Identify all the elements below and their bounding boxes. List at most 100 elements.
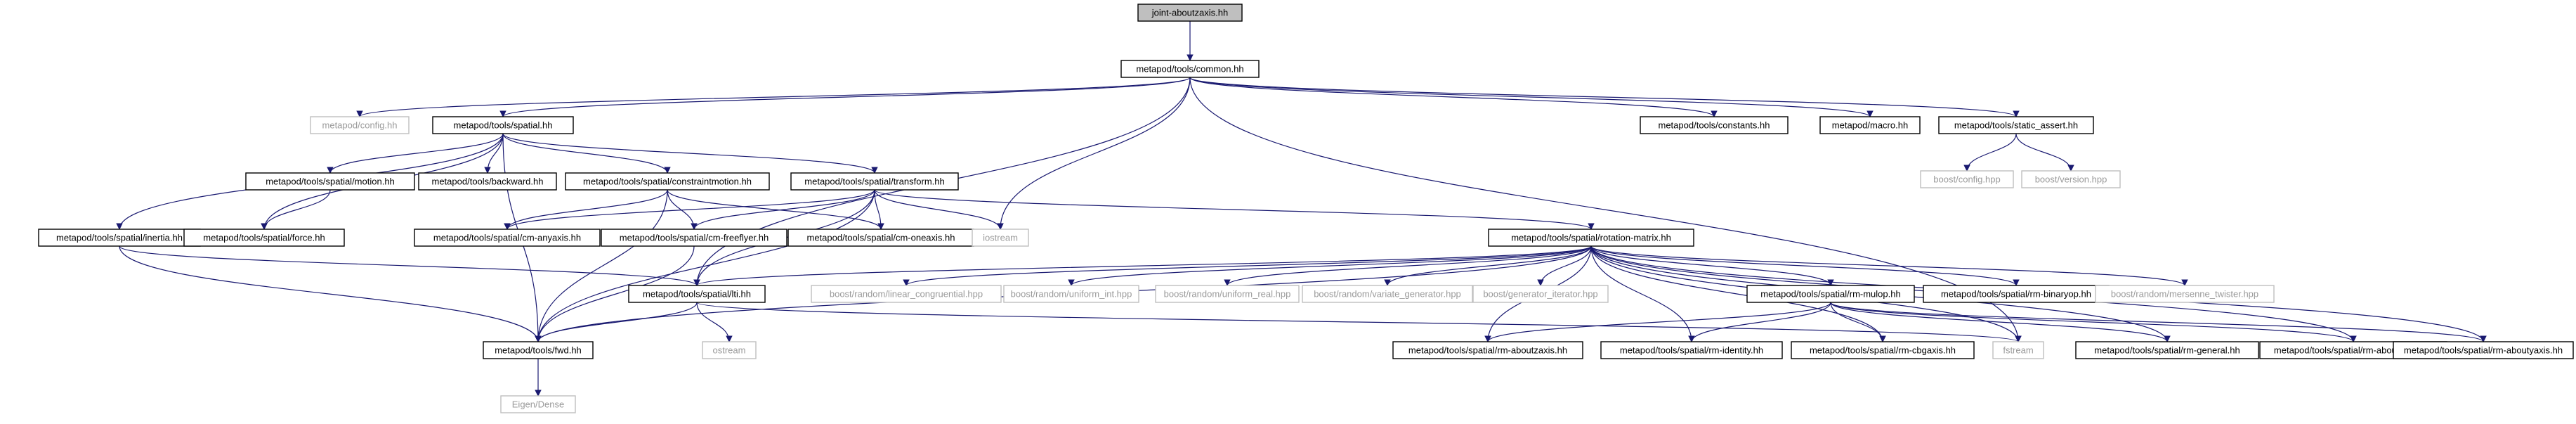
- edge-constraintmotion-to-cm_oneaxis: [667, 189, 884, 230]
- node-motion[interactable]: metapod/tools/spatial/motion.hh: [245, 172, 415, 191]
- node-box: [1746, 285, 1915, 303]
- node-lti[interactable]: metapod/tools/spatial/lti.hh: [628, 285, 766, 303]
- node-boost-config: boost/config.hpp: [1920, 170, 2014, 188]
- node-force[interactable]: metapod/tools/spatial/force.hh: [183, 229, 345, 247]
- node-label: metapod/tools/spatial/lti.hh: [643, 289, 751, 300]
- node-box: [601, 229, 787, 247]
- node-rm-identity[interactable]: metapod/tools/spatial/rm-identity.hh: [1600, 341, 1783, 359]
- edges-layer: [116, 21, 2487, 397]
- node-box: [1120, 60, 1260, 78]
- node-box: [1938, 116, 2094, 134]
- node-label: boost/config.hpp: [1933, 174, 2000, 185]
- edge-rotation_matrix-to-uniform_real: [1224, 245, 1592, 286]
- node-box: [790, 172, 959, 191]
- node-cm-freeflyer[interactable]: metapod/tools/spatial/cm-freeflyer.hh: [601, 229, 787, 247]
- node-label: boost/random/uniform_real.hpp: [1164, 289, 1291, 300]
- node-label: metapod/tools/spatial/rm-aboutzaxis.hh: [1408, 345, 1567, 356]
- node-backward[interactable]: metapod/tools/backward.hh: [418, 172, 557, 191]
- node-box: [1155, 285, 1300, 303]
- node-label: metapod/tools/static_assert.hh: [1954, 120, 2078, 131]
- edge-rotation_matrix-to-rm_mulop: [1590, 245, 1834, 286]
- node-box: [432, 116, 574, 134]
- edge-lti-to-ostream: [696, 302, 733, 342]
- node-label: fstream: [2003, 345, 2033, 356]
- node-box: [702, 341, 757, 359]
- node-uniform-int: boost/random/uniform_int.hpp: [1003, 285, 1139, 303]
- node-transform[interactable]: metapod/tools/spatial/transform.hh: [790, 172, 959, 191]
- node-label: boost/random/linear_congruential.hpp: [830, 289, 983, 300]
- edge-transform-to-cm_oneaxis: [874, 189, 884, 230]
- node-label: metapod/tools/spatial/cm-anyaxis.hh: [433, 233, 581, 243]
- node-label: boost/version.hpp: [2035, 174, 2107, 185]
- node-label: metapod/tools/spatial/cm-oneaxis.hh: [806, 233, 955, 243]
- node-spatial[interactable]: metapod/tools/spatial.hh: [432, 116, 574, 134]
- node-uniform-real: boost/random/uniform_real.hpp: [1155, 285, 1300, 303]
- node-fstream: fstream: [1992, 341, 2044, 359]
- node-cm-oneaxis[interactable]: metapod/tools/spatial/cm-oneaxis.hh: [787, 229, 974, 247]
- node-label: boost/generator_iterator.hpp: [1483, 289, 1597, 300]
- node-box: [500, 395, 576, 413]
- node-common[interactable]: metapod/tools/common.hh: [1120, 60, 1260, 78]
- edge-spatial-to-motion: [327, 133, 504, 174]
- node-label: metapod/config.hh: [322, 120, 398, 131]
- node-constraintmotion[interactable]: metapod/tools/spatial/constraintmotion.h…: [565, 172, 770, 191]
- node-label: metapod/tools/constants.hh: [1659, 120, 1770, 131]
- node-rotation-matrix[interactable]: metapod/tools/spatial/rotation-matrix.hh: [1488, 229, 1694, 247]
- node-constants[interactable]: metapod/tools/constants.hh: [1640, 116, 1789, 134]
- node-fwd[interactable]: metapod/tools/fwd.hh: [483, 341, 594, 359]
- node-lin-cong: boost/random/linear_congruential.hpp: [811, 285, 1002, 303]
- node-rm-aboutzaxis[interactable]: metapod/tools/spatial/rm-aboutzaxis.hh: [1392, 341, 1583, 359]
- edge-common-to-iostream: [997, 77, 1191, 230]
- edge-constraintmotion-to-fwd: [535, 189, 668, 342]
- edge-common-to-config: [356, 77, 1191, 117]
- edge-spatial-to-backward: [484, 133, 504, 174]
- node-label: metapod/tools/spatial/inertia.hh: [56, 233, 183, 243]
- node-label: metapod/tools/spatial/constraintmotion.h…: [583, 176, 752, 187]
- node-box: [787, 229, 974, 247]
- edge-transform-to-rotation_matrix: [874, 189, 1595, 230]
- node-label: metapod/tools/spatial/rm-identity.hh: [1620, 345, 1763, 356]
- node-inertia[interactable]: metapod/tools/spatial/inertia.hh: [38, 229, 201, 247]
- edge-lti-to-fwd: [535, 302, 698, 342]
- node-rm-aboutyaxis[interactable]: metapod/tools/spatial/rm-aboutyaxis.hh: [2393, 341, 2574, 359]
- edge-rotation_matrix-to-lti: [693, 245, 1592, 286]
- edge-rm_mulop-to-rm_identity: [1688, 302, 1831, 342]
- node-macro[interactable]: metapod/macro.hh: [1819, 116, 1921, 134]
- node-label: boost/random/variate_generator.hpp: [1314, 289, 1461, 300]
- node-box: [418, 172, 557, 191]
- node-box: [183, 229, 345, 247]
- edge-rotation_matrix-to-variate_gen: [1384, 245, 1592, 286]
- node-label: metapod/tools/spatial/rm-aboutyaxis.hh: [2404, 345, 2563, 356]
- edge-rm_mulop-to-rm_aboutyaxis: [1830, 302, 2487, 342]
- node-box: [1472, 285, 1609, 303]
- edge-transform-to-cm_anyaxis: [504, 189, 875, 230]
- node-label: metapod/tools/spatial/rotation-matrix.hh: [1511, 233, 1671, 243]
- node-iostream: iostream: [972, 229, 1029, 247]
- node-box: [972, 229, 1029, 247]
- node-box: [1600, 341, 1783, 359]
- node-box: [1302, 285, 1473, 303]
- node-config: metapod/config.hh: [310, 116, 410, 134]
- node-box: [1923, 285, 2110, 303]
- node-cm-anyaxis[interactable]: metapod/tools/spatial/cm-anyaxis.hh: [414, 229, 601, 247]
- node-rm-mulop[interactable]: metapod/tools/spatial/rm-mulop.hh: [1746, 285, 1915, 303]
- node-ostream: ostream: [702, 341, 757, 359]
- node-box: [1640, 116, 1789, 134]
- node-rm-general[interactable]: metapod/tools/spatial/rm-general.hh: [2075, 341, 2259, 359]
- node-rm-cbgaxis[interactable]: metapod/tools/spatial/rm-cbgaxis.hh: [1791, 341, 1975, 359]
- edge-common-to-static_assert: [1189, 77, 2020, 117]
- nodes-layer: joint-aboutzaxis.hh metapod/tools/common.…: [38, 4, 2574, 413]
- edge-spatial-to-constraintmotion: [502, 133, 671, 174]
- node-rm-binaryop[interactable]: metapod/tools/spatial/rm-binaryop.hh: [1923, 285, 2110, 303]
- node-box: [1003, 285, 1139, 303]
- node-box: [1920, 170, 2014, 188]
- node-mersenne: boost/random/mersenne_twister.hpp: [2095, 285, 2275, 303]
- node-gen-iter: boost/generator_iterator.hpp: [1472, 285, 1609, 303]
- node-label: metapod/tools/spatial/rm-mulop.hh: [1760, 289, 1900, 300]
- node-static-assert[interactable]: metapod/tools/static_assert.hh: [1938, 116, 2094, 134]
- node-box: [310, 116, 410, 134]
- node-root[interactable]: joint-aboutzaxis.hh: [1137, 4, 1243, 22]
- edge-rotation_matrix-to-mersenne: [1590, 245, 2188, 286]
- node-box: [2021, 170, 2121, 188]
